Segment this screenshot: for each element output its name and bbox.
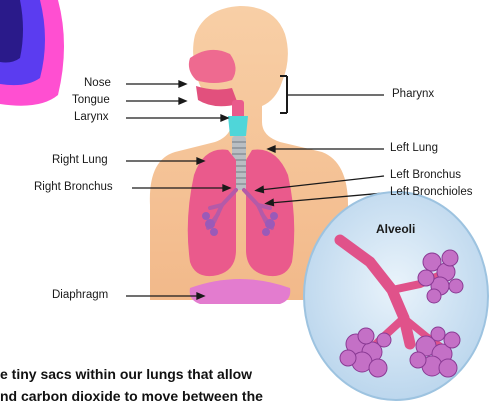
label-left-lung: Left Lung	[390, 142, 438, 154]
label-pharynx: Pharynx	[392, 88, 434, 100]
label-larynx: Larynx	[74, 111, 109, 123]
label-left-bronchus: Left Bronchus	[390, 169, 461, 181]
logo-shape	[0, 0, 64, 106]
larynx-shape	[228, 116, 248, 136]
label-nose: Nose	[84, 77, 111, 89]
label-tongue: Tongue	[72, 94, 110, 106]
caption-line-2: nd carbon dioxide to move between the	[0, 388, 263, 404]
label-right-lung: Right Lung	[52, 154, 108, 166]
label-diaphragm: Diaphragm	[52, 289, 108, 301]
label-left-bronchioles: Left Bronchioles	[390, 186, 472, 198]
label-alveoli: Alveoli	[376, 222, 415, 236]
label-right-bronchus: Right Bronchus	[34, 181, 113, 193]
caption-line-1: e tiny sacs within our lungs that allow	[0, 366, 252, 382]
nasal-cavity	[189, 50, 238, 106]
